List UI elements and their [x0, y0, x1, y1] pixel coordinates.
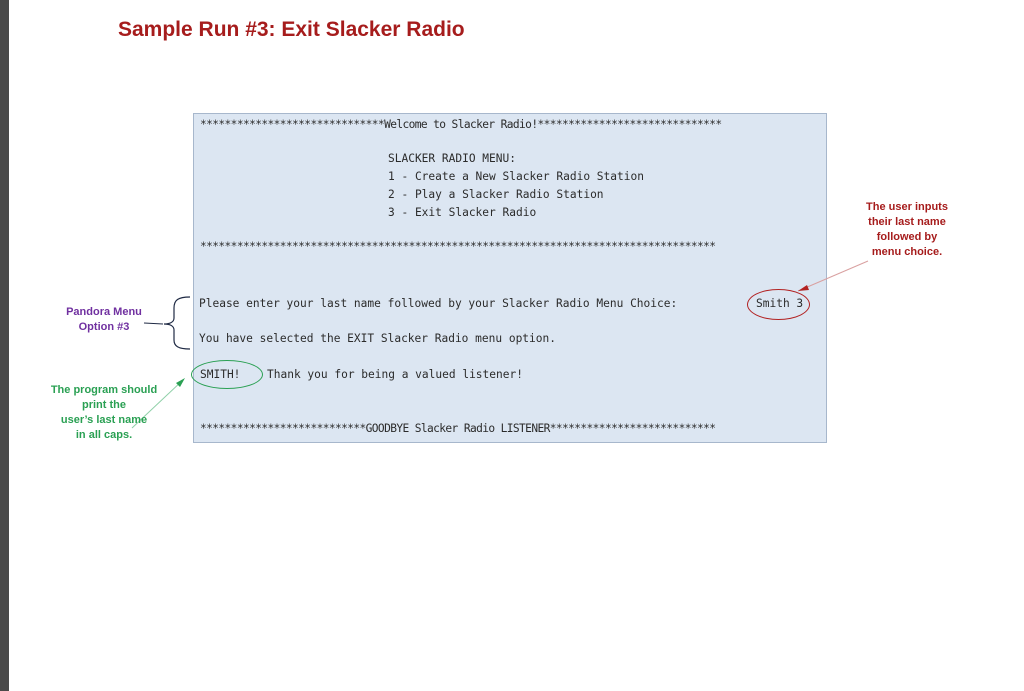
welcome-banner: ******************************Welcome to… — [200, 118, 722, 131]
menu-header: SLACKER RADIO MENU: — [388, 152, 516, 165]
green-arrow-head — [176, 378, 185, 387]
divider-line: ****************************************… — [200, 240, 716, 253]
thank-you-message: Thank you for being a valued listener! — [267, 368, 523, 381]
menu-item-2: 2 - Play a Slacker Radio Station — [388, 188, 604, 201]
all-caps-note: The program should print the user’s last… — [50, 384, 158, 441]
window-edge — [0, 0, 9, 691]
menu-item-3: 3 - Exit Slacker Radio — [388, 206, 537, 219]
last-name-caps: SMITH! — [200, 368, 241, 381]
name-prompt: Please enter your last name followed by … — [199, 297, 678, 310]
page-title: Sample Run #3: Exit Slacker Radio — [118, 18, 465, 41]
console-output: ******************************Welcome to… — [193, 113, 827, 443]
menu-item-1: 1 - Create a New Slacker Radio Station — [388, 170, 644, 183]
pandora-option-note: Pandora Menu Option #3 — [66, 306, 142, 333]
user-inputs-note: The user inputs their last name followed… — [866, 201, 948, 258]
user-input-text: Smith 3 — [756, 297, 804, 310]
left-brace — [163, 296, 191, 350]
selected-message: You have selected the EXIT Slacker Radio… — [199, 332, 556, 345]
goodbye-banner: ***************************GOODBYE Slack… — [200, 422, 716, 435]
